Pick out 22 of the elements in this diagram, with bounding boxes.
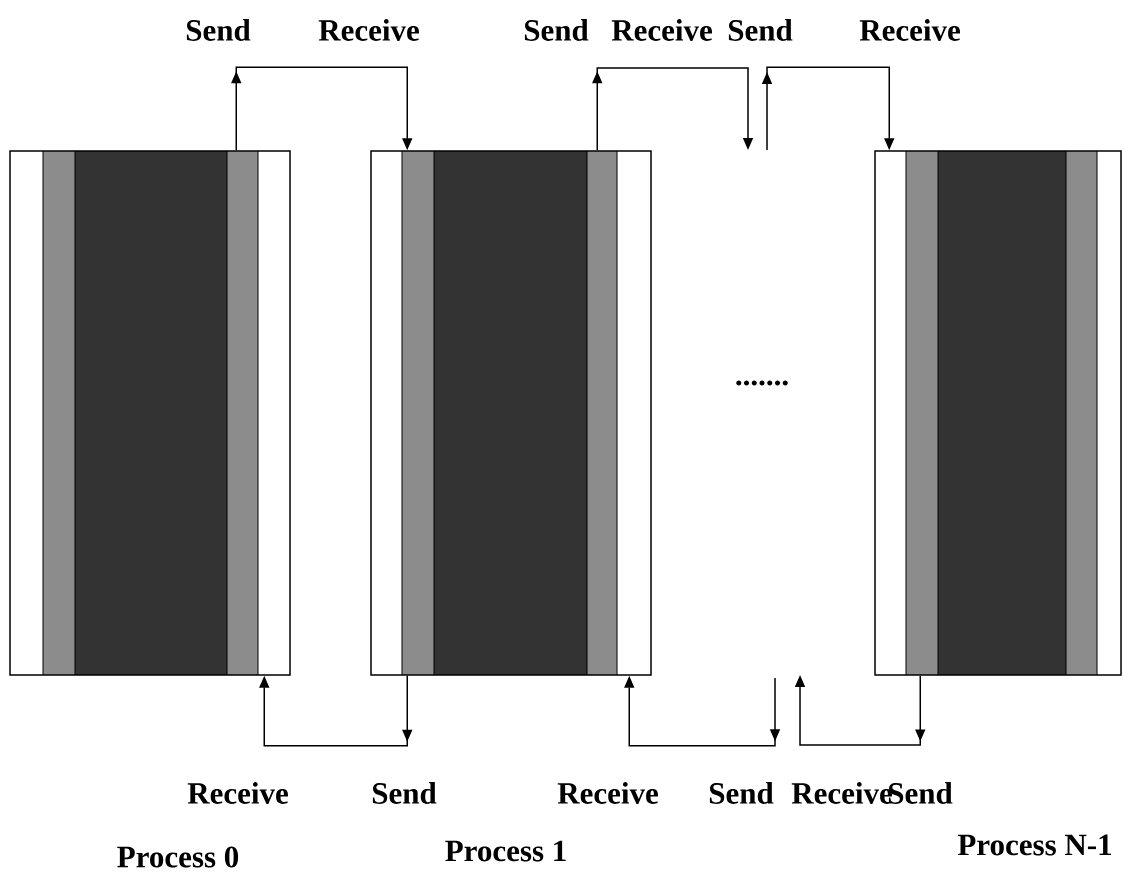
process-label: Process 1 [445, 840, 566, 862]
arrow [794, 675, 926, 746]
process-box [874, 150, 1122, 676]
process-label: Process N-1 [957, 834, 1111, 856]
signal-label: Receive [611, 19, 712, 41]
arrow [231, 66, 413, 151]
signal-label: Receive [859, 19, 960, 41]
signal-label: Send [372, 782, 437, 804]
signal-label: Send [186, 19, 251, 41]
signal-label: Send [728, 19, 793, 41]
arrow [592, 67, 754, 151]
signal-label: Send [524, 19, 589, 41]
signal-label: Receive [557, 782, 658, 804]
signal-label: Receive [187, 782, 288, 804]
process-label: Process 0 [117, 846, 239, 868]
arrow [259, 675, 413, 747]
signal-label: Receive [318, 19, 419, 41]
arrow [761, 66, 895, 151]
ellipsis: ....... [736, 380, 788, 386]
signal-label: Send [709, 782, 774, 804]
process-box [9, 150, 291, 676]
process-box [370, 150, 652, 676]
